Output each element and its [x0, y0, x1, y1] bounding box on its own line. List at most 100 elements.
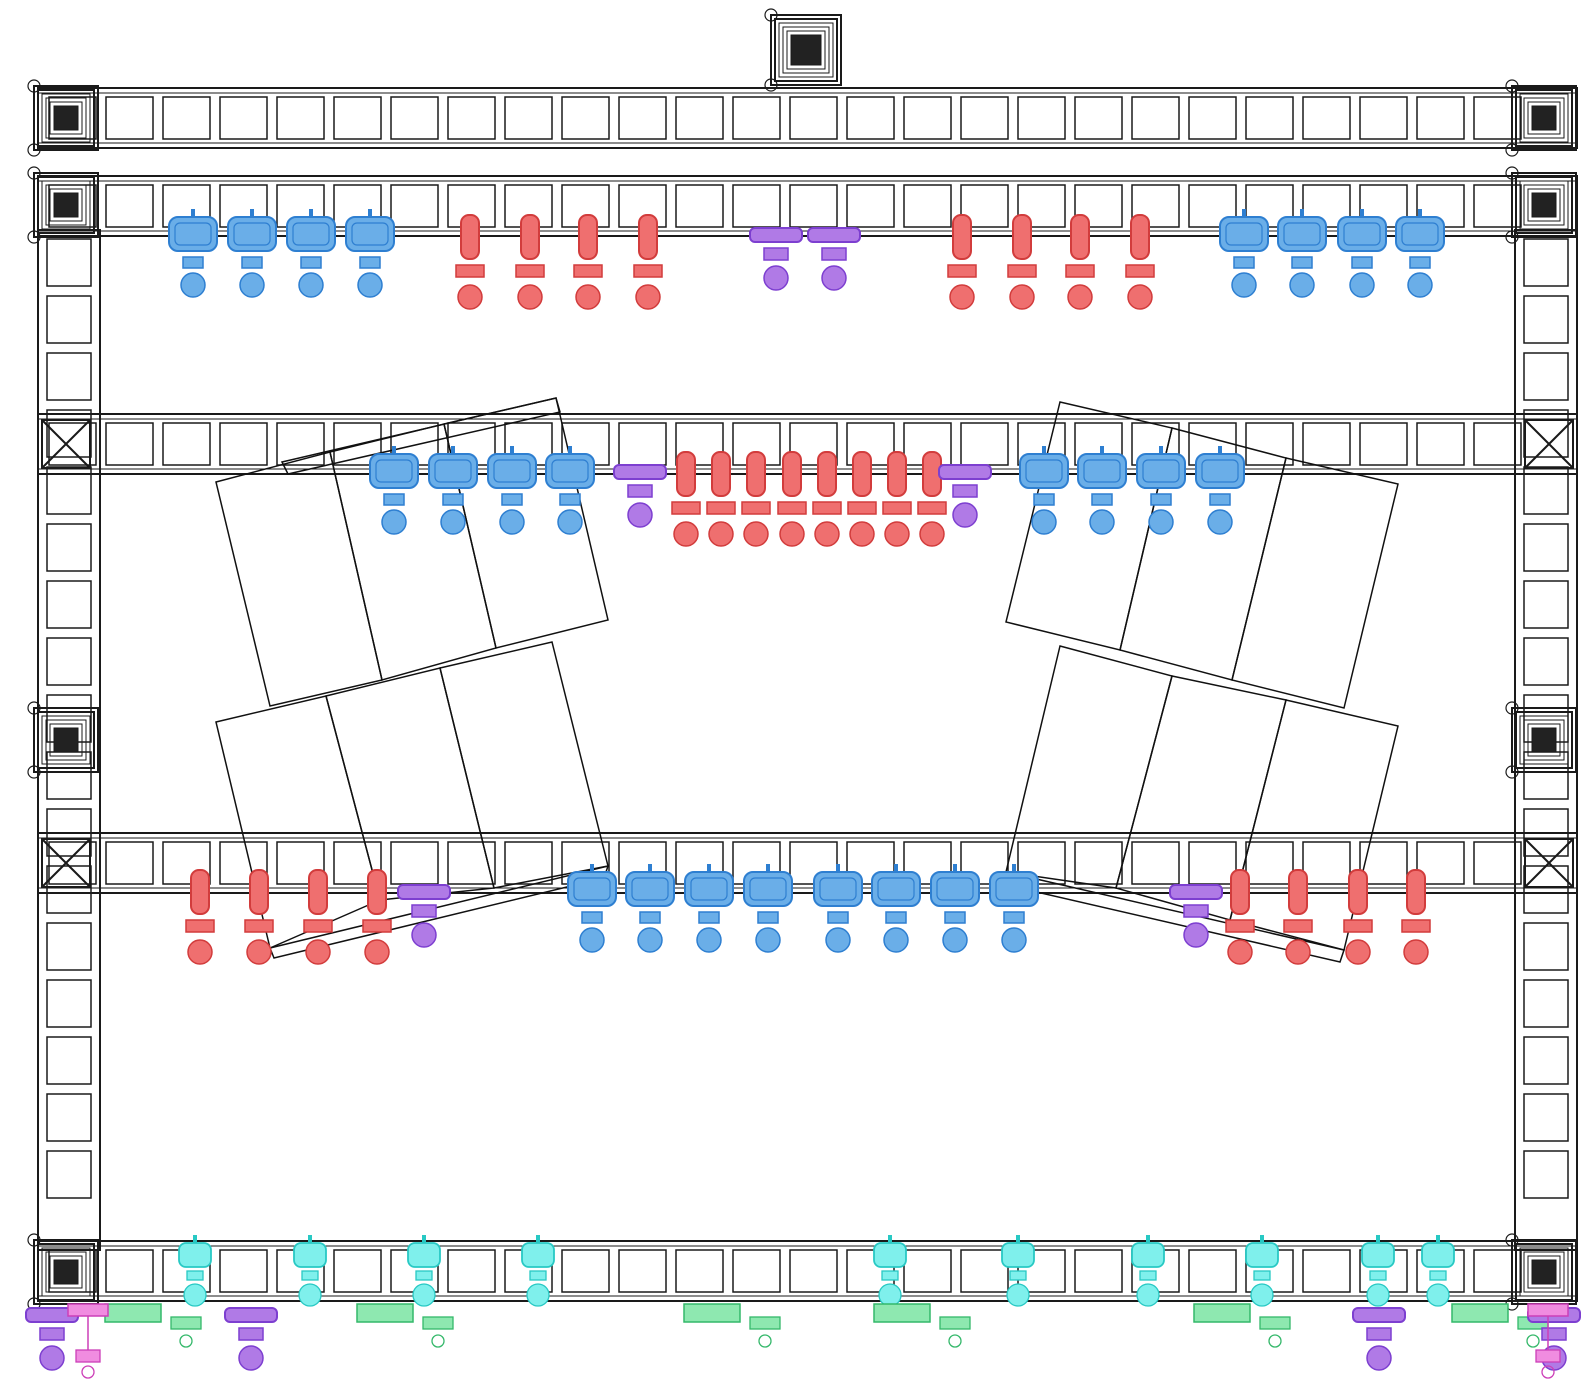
spot-lens	[936, 877, 974, 901]
spot-head	[227, 216, 277, 252]
truss-bay	[447, 96, 496, 140]
spot-head	[487, 453, 537, 489]
truss-bay	[1523, 1093, 1569, 1142]
strobe-fixture	[938, 464, 992, 528]
spot-head	[625, 871, 675, 907]
strobe-yoke	[1541, 1327, 1567, 1341]
wash-body	[460, 214, 480, 260]
truss-bay	[162, 841, 211, 885]
wash-base	[779, 521, 805, 547]
spot-yoke	[559, 493, 581, 506]
block-bolt	[27, 143, 41, 157]
truss-end-block	[41, 419, 91, 469]
spot-fixture	[545, 446, 595, 535]
spot-yoke	[944, 911, 966, 924]
truss-bay	[1473, 422, 1522, 466]
wash-body	[676, 451, 696, 497]
truss-bay	[1416, 96, 1465, 140]
spot-head	[168, 216, 218, 252]
block-ring	[53, 192, 79, 218]
floor-spot-base	[298, 1283, 322, 1307]
block-ring	[770, 14, 842, 86]
spot-yoke	[1233, 256, 1255, 269]
truss-bay	[105, 841, 154, 885]
block-ring	[1523, 719, 1565, 761]
floor-bar-fixture	[683, 1303, 781, 1348]
wash-fixture	[1007, 214, 1037, 310]
spot-fixture	[930, 864, 980, 953]
spot-clamp	[568, 446, 572, 454]
wash-yoke	[633, 264, 663, 278]
truss-bay	[1473, 184, 1522, 228]
wash-yoke	[573, 264, 603, 278]
strobe-base	[1366, 1345, 1392, 1371]
spot-head	[871, 871, 921, 907]
spot-yoke	[1351, 256, 1373, 269]
floor-spot-clamp	[422, 1235, 426, 1243]
truss-bay	[1245, 841, 1294, 885]
spot-clamp	[1012, 864, 1016, 872]
spot-head	[1395, 216, 1445, 252]
wash-base	[849, 521, 875, 547]
spot-base	[1001, 927, 1027, 953]
wash-fixture	[515, 214, 545, 310]
spot-lens	[995, 877, 1033, 901]
spot-clamp	[648, 864, 652, 872]
spot-yoke	[1091, 493, 1113, 506]
truss-bay	[960, 96, 1009, 140]
spot-head	[1219, 216, 1269, 252]
wash-yoke	[741, 501, 771, 515]
block-ring	[1515, 176, 1573, 234]
magenta-body	[67, 1303, 109, 1317]
wash-fixture	[671, 451, 701, 547]
block-ring	[41, 93, 91, 143]
strobe-base	[238, 1345, 264, 1371]
truss-bay	[105, 422, 154, 466]
truss-bay	[1523, 1150, 1569, 1199]
wash-yoke	[1343, 919, 1373, 933]
spot-lens	[1201, 459, 1239, 483]
wash-base	[1345, 939, 1371, 965]
truss-bay	[333, 96, 382, 140]
truss-bay	[1017, 184, 1066, 228]
wash-fixture	[303, 869, 333, 965]
truss-bay	[1188, 184, 1237, 228]
truss-bay	[789, 1249, 838, 1293]
truss-bay	[1359, 841, 1408, 885]
wash-yoke	[947, 264, 977, 278]
floor-bar-fixture	[356, 1303, 454, 1348]
truss-bay	[48, 422, 97, 466]
spot-lens	[174, 222, 212, 246]
block-ring	[1511, 85, 1577, 151]
truss-bay	[276, 96, 325, 140]
floor-spot-base	[412, 1283, 436, 1307]
wash-body	[746, 451, 766, 497]
block-ring	[774, 18, 838, 82]
block-ring	[49, 723, 83, 757]
spot-fixture	[345, 209, 395, 298]
block-ring	[1515, 1243, 1573, 1301]
spot-base	[755, 927, 781, 953]
spot-yoke	[501, 493, 523, 506]
floor-spot-head	[407, 1242, 441, 1268]
strobe-yoke	[952, 484, 978, 498]
floor-bar-pin	[948, 1334, 962, 1348]
block-bolt	[1505, 701, 1519, 715]
floor-bar-body	[1451, 1303, 1509, 1323]
spot-base	[298, 272, 324, 298]
block-ring	[53, 727, 79, 753]
truss-bay	[162, 96, 211, 140]
spot-head	[813, 871, 863, 907]
block-ring	[1531, 1259, 1557, 1285]
floor-bar-pin	[179, 1334, 193, 1348]
spot-clamp	[309, 209, 313, 217]
spot-base	[1349, 272, 1375, 298]
wash-base	[364, 939, 390, 965]
truss-bay	[447, 841, 496, 885]
truss-bay	[390, 96, 439, 140]
spot-base	[1089, 509, 1115, 535]
block-ring	[1519, 1247, 1569, 1297]
spot-base	[499, 509, 525, 535]
spot-yoke	[1291, 256, 1313, 269]
wash-yoke	[1125, 264, 1155, 278]
